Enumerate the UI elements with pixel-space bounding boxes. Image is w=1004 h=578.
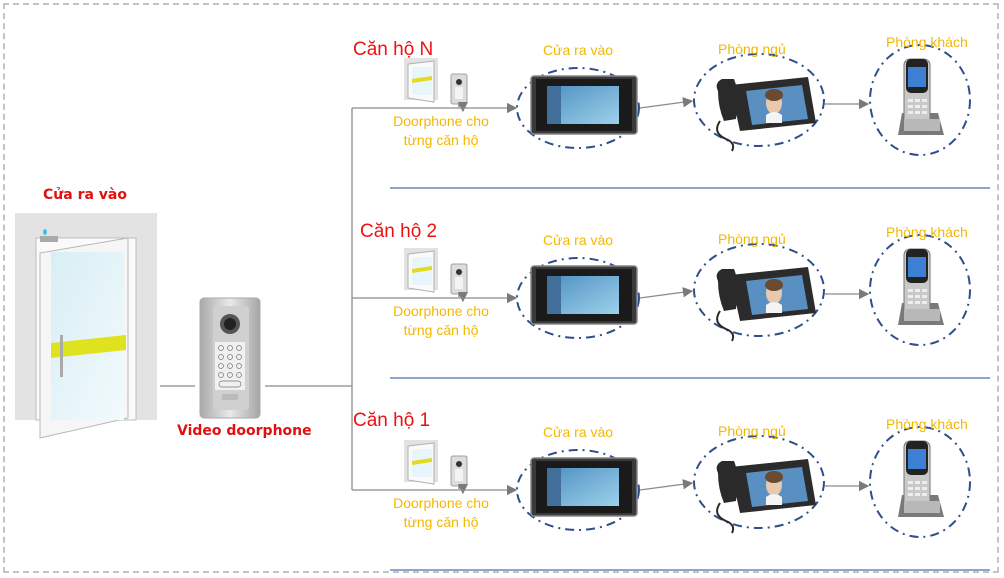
device-label-entrance: Cửa ra vào <box>543 232 614 248</box>
doorphone-label-line1: Doorphone cho <box>393 495 489 511</box>
main-door-illustration <box>15 213 157 439</box>
apartment-title: Căn hộ N <box>353 39 434 60</box>
apartment-doorphone-icon <box>450 455 468 487</box>
apartment-row <box>352 234 990 379</box>
device-ellipse <box>516 449 640 531</box>
apartment-title: Căn hộ 2 <box>360 221 438 242</box>
device-ellipse <box>516 67 640 149</box>
doorphone-label-line1: Doorphone cho <box>393 303 489 319</box>
cordless-phone-icon <box>897 248 945 326</box>
video-doorphone-illustration <box>199 297 261 419</box>
video-phone-icon <box>715 458 817 534</box>
device-label-entrance: Cửa ra vào <box>543 424 614 440</box>
device-ellipse <box>693 243 825 337</box>
device-ellipse <box>869 234 971 346</box>
video-phone-icon <box>715 266 817 342</box>
apartment-door-icon <box>403 247 439 293</box>
cordless-phone-icon <box>897 58 945 136</box>
device-label-entrance: Cửa ra vào <box>543 42 614 58</box>
apartment-door-icon <box>403 439 439 485</box>
device-label-livingroom: Phòng khách <box>886 224 968 240</box>
video-doorphone-label: Video doorphone <box>177 423 312 439</box>
device-ellipse <box>693 53 825 147</box>
device-label-livingroom: Phòng khách <box>886 416 968 432</box>
doorphone-label-line2: từng căn hộ <box>403 132 479 148</box>
device-label-livingroom: Phòng khách <box>886 34 968 50</box>
device-label-bedroom: Phòng ngủ <box>718 423 786 439</box>
apartment-door-icon <box>403 57 439 103</box>
indoor-monitor-icon <box>530 75 638 135</box>
video-phone-icon <box>715 76 817 152</box>
apartment-doorphone-icon <box>450 263 468 295</box>
device-ellipse <box>516 257 640 339</box>
apartment-doorphone-icon <box>450 73 468 105</box>
apartment-row <box>352 426 990 571</box>
doorphone-label-line1: Doorphone cho <box>393 113 489 129</box>
apartment-title: Căn hộ 1 <box>353 410 431 431</box>
apartment-row <box>352 44 990 189</box>
diagram-frame <box>3 3 999 573</box>
indoor-monitor-icon <box>530 265 638 325</box>
trunk-connector <box>160 108 353 490</box>
indoor-monitor-icon <box>530 457 638 517</box>
device-ellipse <box>869 426 971 538</box>
device-ellipse <box>693 435 825 529</box>
doorphone-label-line2: từng căn hộ <box>403 514 479 530</box>
main-door-label: Cửa ra vào <box>43 187 127 203</box>
device-label-bedroom: Phòng ngủ <box>718 231 786 247</box>
doorphone-label-line2: từng căn hộ <box>403 322 479 338</box>
device-label-bedroom: Phòng ngủ <box>718 41 786 57</box>
cordless-phone-icon <box>897 440 945 518</box>
device-ellipse <box>869 44 971 156</box>
